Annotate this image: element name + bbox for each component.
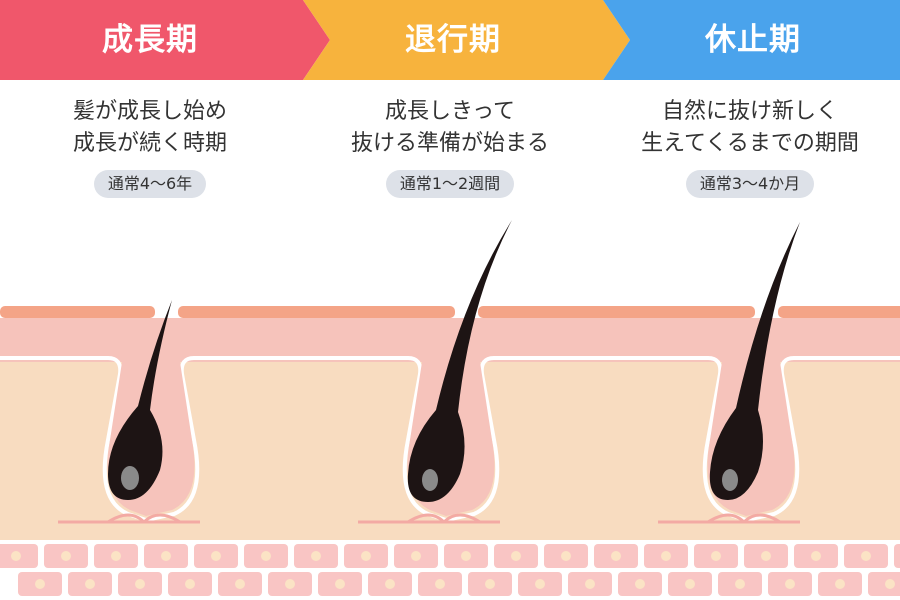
phase-title-regression: 退行期 [405,22,501,58]
phase-description-resting: 自然に抜け新しく 生えてくるまでの期間 通常3〜4か月 [600,96,900,198]
cell-nucleus [185,579,195,589]
cell-nucleus [311,551,321,561]
skin-surface [0,306,900,318]
cell-nucleus [435,579,445,589]
chevron-regression [303,0,630,80]
cell-nucleus [11,551,21,561]
skin-cell [868,572,900,596]
description-line: 成長しきって [384,99,516,124]
cell-nucleus [35,579,45,589]
cell-nucleus [535,579,545,589]
phase-title-growth: 成長期 [102,22,198,58]
cell-nucleus [411,551,421,561]
hair-regression [407,220,512,502]
follicle-base-lines [58,513,800,524]
cell-nucleus [835,579,845,589]
cell-nucleus [811,551,821,561]
cell-nucleus [611,551,621,561]
description-line: 生えてくるまでの期間 [641,131,859,156]
chevron-resting [603,0,900,80]
cell-nucleus [335,579,345,589]
papilla-growth [121,466,139,490]
cell-nucleus [85,579,95,589]
cell-nucleus [211,551,221,561]
cell-layer [0,544,900,596]
cell-nucleus [761,551,771,561]
phase-header-bar: 成長期 退行期 休止期 [0,0,900,80]
cell-nucleus [711,551,721,561]
cell-nucleus [361,551,371,561]
cell-nucleus [511,551,521,561]
cell-nucleus [635,579,645,589]
phase-title-resting: 休止期 [705,22,801,58]
cell-nucleus [235,579,245,589]
cell-nucleus [735,579,745,589]
cell-nucleus [485,579,495,589]
description-line: 成長が続く時期 [72,131,227,156]
cell-nucleus [785,579,795,589]
papilla-regression [422,469,438,491]
duration-badge: 通常3〜4か月 [685,170,815,198]
papilla-resting [722,469,738,491]
cell-nucleus [885,579,895,589]
duration-badge: 通常4〜6年 [93,170,207,198]
cell-nucleus [111,551,121,561]
cell-nucleus [461,551,471,561]
phase-description-growth: 髪が成長し始め 成長が続く時期 通常4〜6年 [0,96,300,198]
chevron-growth [0,0,330,80]
cell-nucleus [261,551,271,561]
description-line: 抜ける準備が始まる [350,131,549,156]
cell-nucleus [561,551,571,561]
description-line: 自然に抜け新しく [661,99,838,124]
cell-nucleus [385,579,395,589]
cell-nucleus [61,551,71,561]
cell-nucleus [685,579,695,589]
cell-nucleus [661,551,671,561]
duration-badge: 通常1〜2週間 [385,170,515,198]
skin-cell [894,544,900,568]
cell-nucleus [585,579,595,589]
phase-description-regression: 成長しきって 抜ける準備が始まる 通常1〜2週間 [300,96,600,198]
hair-resting [709,222,800,500]
cell-nucleus [861,551,871,561]
description-line: 髪が成長し始め [72,99,227,124]
cell-nucleus [285,579,295,589]
hair-growth [108,300,172,500]
hairs [108,220,800,502]
hair-papillae [121,466,738,491]
cell-nucleus [161,551,171,561]
cell-nucleus [135,579,145,589]
